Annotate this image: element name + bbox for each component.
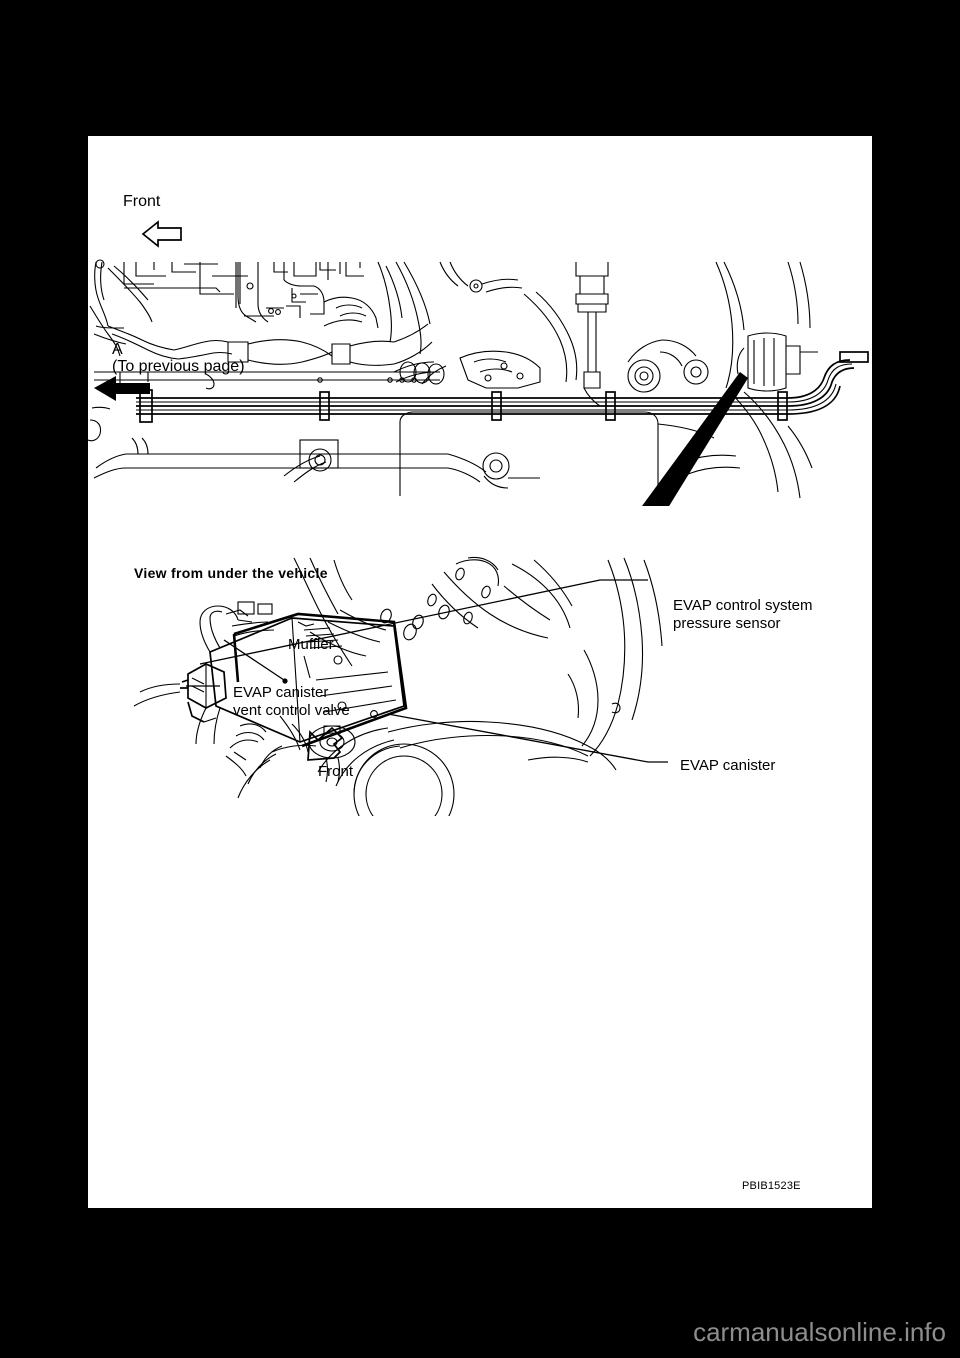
front-label-bottom: Front <box>318 763 354 780</box>
reference-marker-a: A <box>112 341 123 358</box>
detail-view-title: View from under the vehicle <box>134 565 328 581</box>
underbody-structure-lines <box>88 259 869 489</box>
site-watermark: carmanualsonline.info <box>693 1317 946 1347</box>
lower-figure-drawing <box>133 556 668 816</box>
muffler-leader-dot <box>282 678 288 684</box>
front-direction-arrow-top <box>141 220 182 248</box>
evap-canister-assembly <box>133 601 408 748</box>
rear-suspension-cluster <box>393 261 818 499</box>
front-label-top: Front <box>123 193 161 210</box>
label-muffler: Muffler <box>288 636 334 653</box>
label-evap-control-system-pressure-sensor: EVAP control system pressure sensor <box>673 597 813 632</box>
to-previous-page-note: (To previous page) <box>112 358 245 375</box>
figure-code: PBIB1523E <box>742 1180 801 1192</box>
lower-figure-evap-detail <box>88 556 872 816</box>
front-direction-arrow-bottom <box>307 726 344 761</box>
label-evap-canister-vent-control-valve: EVAP canister vent control valve <box>233 684 350 719</box>
detail-view-pointer-arrow <box>642 372 748 506</box>
upper-figure-drawing <box>88 220 869 506</box>
figure-code-area: PBIB1523E <box>742 1180 862 1196</box>
marker-a-arrow <box>94 376 150 401</box>
label-evap-canister: EVAP canister <box>680 757 776 774</box>
manual-page: Front A (To previous page) View from und… <box>88 136 872 1208</box>
leader-lines <box>186 579 668 763</box>
fuel-line-bundle <box>136 389 788 423</box>
upper-figure-underbody-view <box>88 176 872 506</box>
